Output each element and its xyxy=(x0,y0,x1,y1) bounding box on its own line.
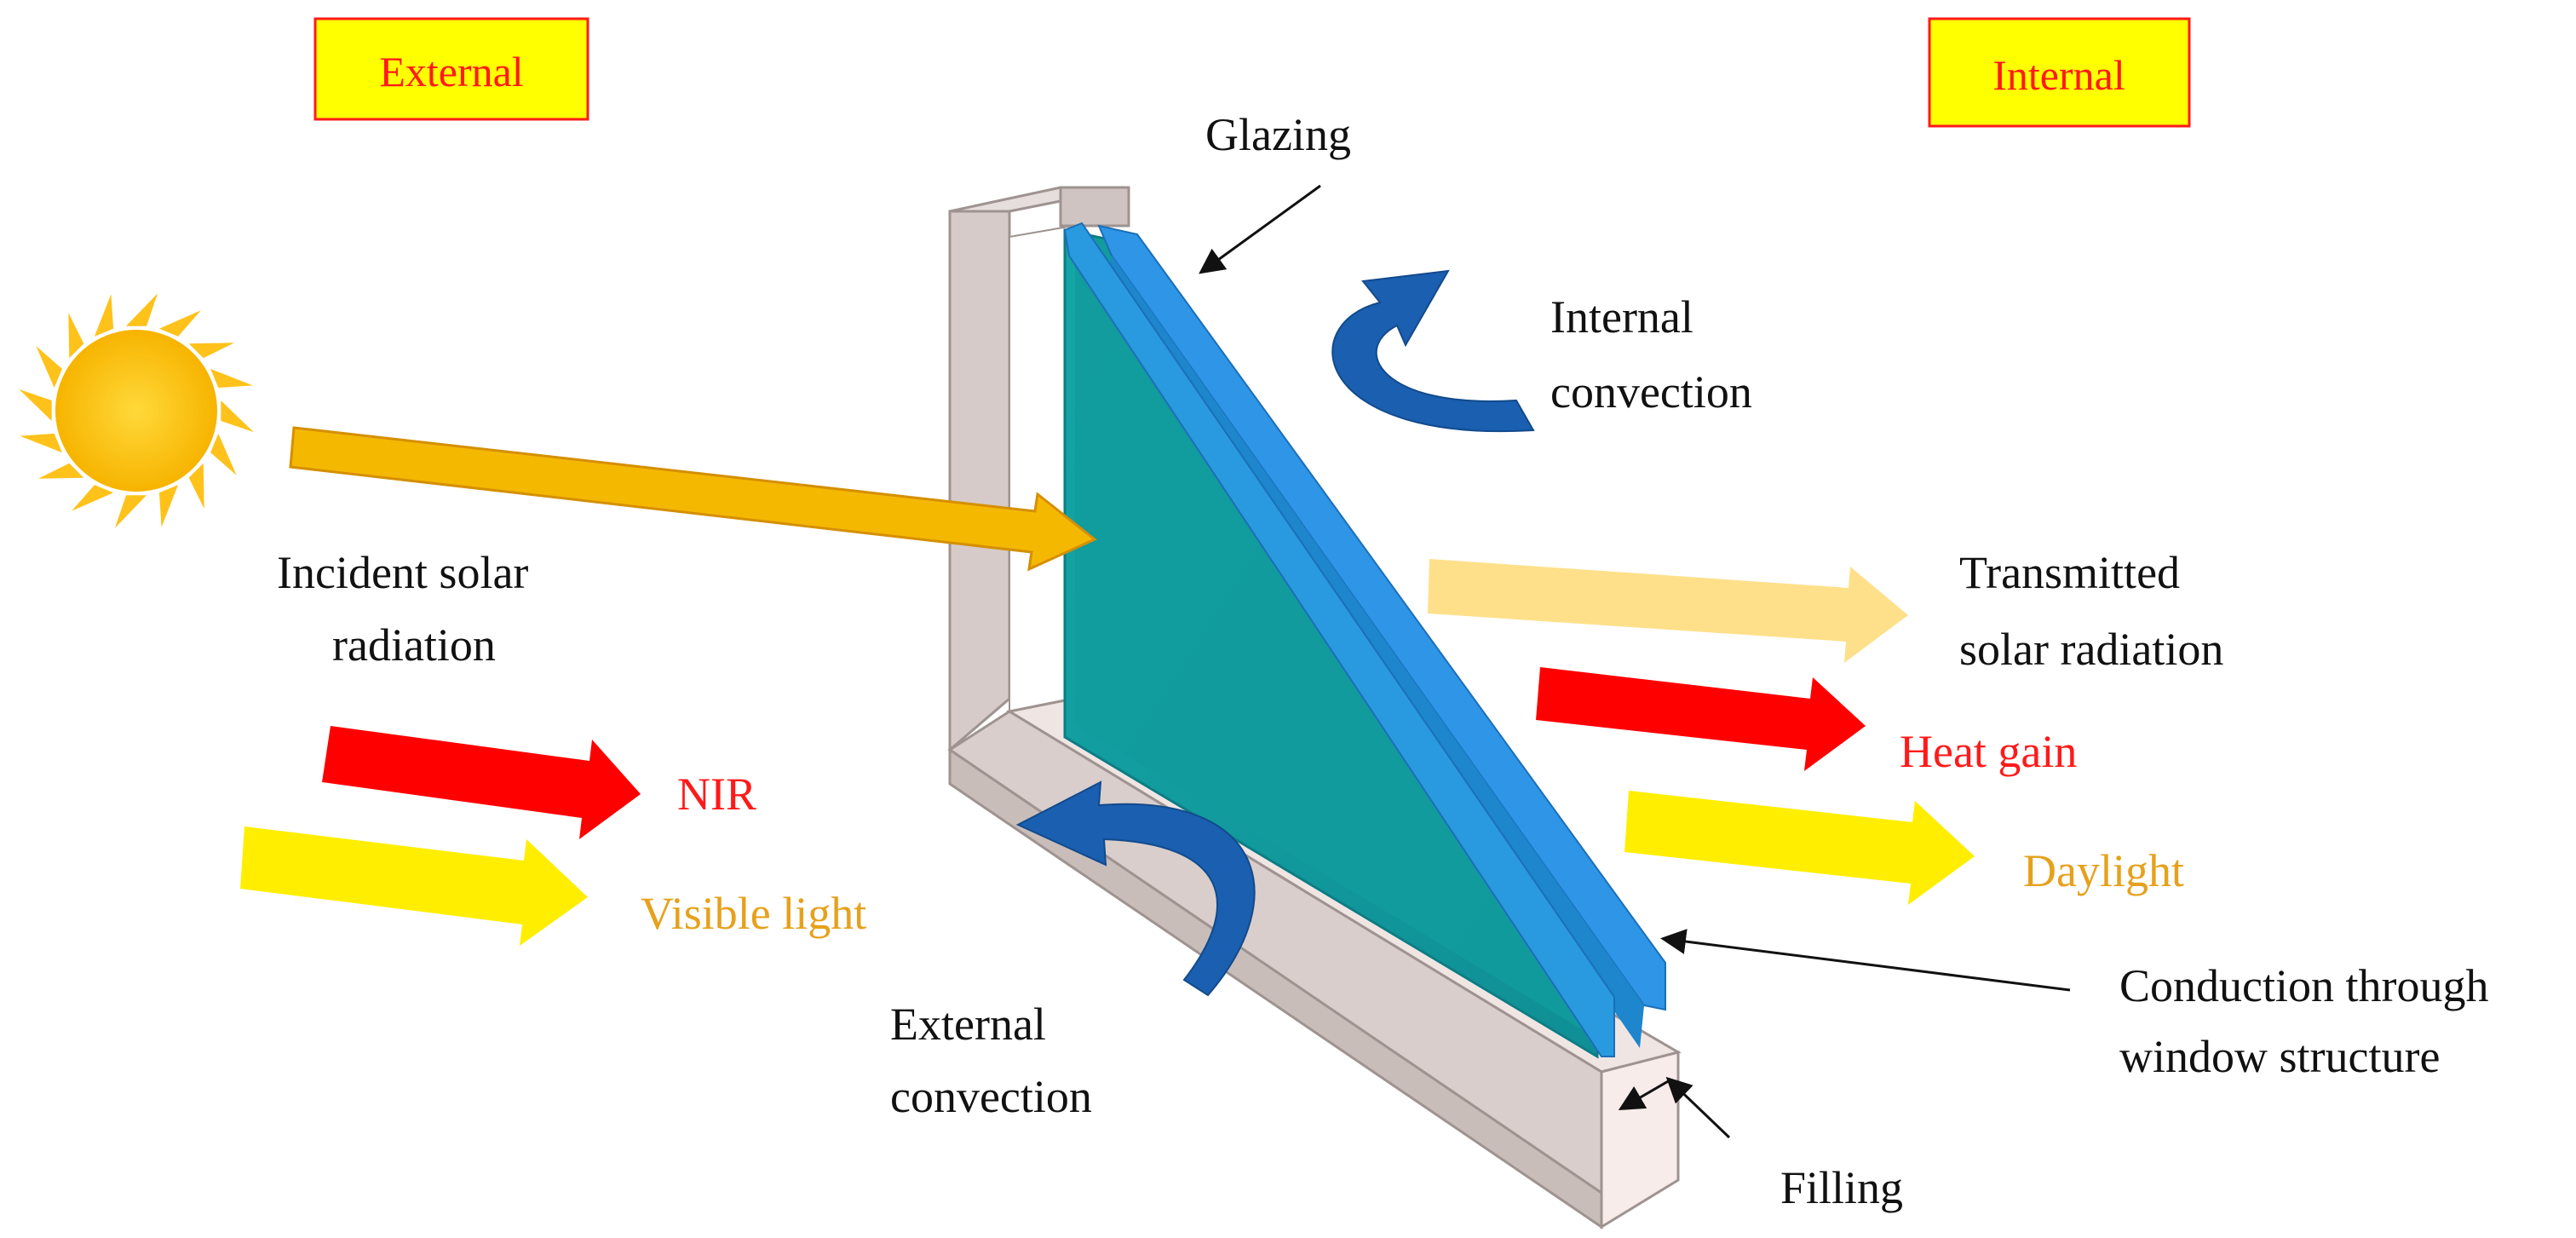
transmitted-label-2: solar radiation xyxy=(1959,624,2223,675)
sun-ray xyxy=(72,485,114,511)
transmitted-label-1: Transmitted xyxy=(1959,547,2180,598)
nir-arrow xyxy=(322,726,641,839)
sun-ray xyxy=(68,312,84,359)
visible-light-arrow xyxy=(240,826,588,946)
external-convection-label-2: convection xyxy=(890,1071,1092,1122)
external-zone-box: External xyxy=(313,17,589,121)
internal-zone-label: Internal xyxy=(1992,51,2125,99)
external-zone-label: External xyxy=(379,48,523,95)
daylight-arrow xyxy=(1624,791,1975,905)
sun-ray xyxy=(188,343,235,359)
sun-ray xyxy=(126,293,158,326)
sun-ray xyxy=(210,368,253,389)
sun-icon xyxy=(19,293,254,528)
sun-ray xyxy=(19,389,52,421)
sun-ray xyxy=(210,433,237,475)
internal-convection-arrow xyxy=(1331,269,1535,433)
conduction-label-1: Conduction through xyxy=(2119,960,2488,1011)
sun-ray xyxy=(20,433,62,453)
leader-lines xyxy=(1199,184,2071,1139)
heat-gain-arrow xyxy=(1536,667,1866,771)
incident-label-1: Incident solar xyxy=(277,547,528,598)
conduction-label-2: window structure xyxy=(2119,1031,2440,1082)
sun-ray xyxy=(114,495,147,528)
internal-zone-box: Internal xyxy=(1928,17,2191,128)
filling-leader-2 xyxy=(1618,1079,1670,1111)
sun-ray xyxy=(188,463,204,510)
sun-ray xyxy=(158,485,179,527)
incident-label-2: radiation xyxy=(332,619,496,671)
conduction-leader xyxy=(1660,929,2071,992)
glazing-label: Glazing xyxy=(1205,109,1351,160)
sun-ray xyxy=(221,400,254,433)
filling-leader-1 xyxy=(1665,1076,1731,1139)
glazing-panes xyxy=(1063,222,1666,1059)
transmitted-solar-arrow xyxy=(1428,559,1908,663)
external-convection-label-1: External xyxy=(890,999,1046,1050)
external-convection-arrow xyxy=(1015,780,1256,997)
glazing-leader xyxy=(1199,184,1321,274)
internal-convection-label-2: convection xyxy=(1550,366,1752,417)
internal-convection-label-1: Internal xyxy=(1550,291,1693,343)
visible-light-label: Visible light xyxy=(641,888,866,939)
daylight-label: Daylight xyxy=(2023,845,2184,896)
heat-gain-label: Heat gain xyxy=(1900,726,2077,777)
incident-solar-arrow xyxy=(289,426,1097,572)
sun-ray xyxy=(94,294,114,337)
sun-ray xyxy=(37,463,84,479)
sun-ray xyxy=(36,346,62,389)
sun-ray xyxy=(158,310,201,337)
nir-label: NIR xyxy=(677,769,756,820)
filling-label: Filling xyxy=(1780,1162,1903,1213)
